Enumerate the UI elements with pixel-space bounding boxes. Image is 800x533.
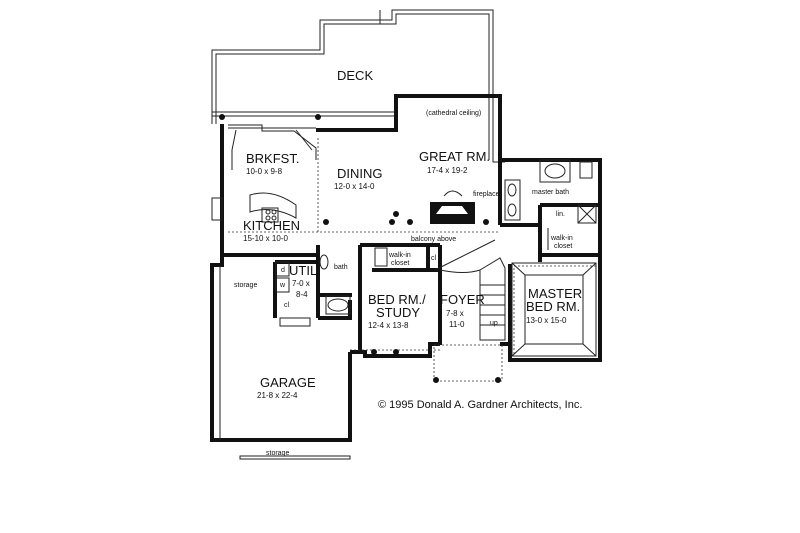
master-bath-fixtures	[504, 159, 597, 250]
master-tray-ceiling	[511, 262, 597, 357]
master-bath-note: master bath	[532, 189, 569, 196]
storage-bottom-note: storage	[266, 450, 289, 457]
stairs-up-note: up	[490, 320, 498, 327]
breakfast-label: BRKFST.	[246, 151, 299, 166]
kitchen-island	[211, 192, 297, 223]
interior-walls	[222, 203, 600, 352]
dryer-note: d	[281, 267, 285, 274]
master-walkin-2: closet	[554, 243, 572, 250]
dining-dims: 12-0 x 14-0	[334, 182, 375, 191]
dining-label: DINING	[337, 166, 383, 181]
foyer-dims-2: 11-0	[449, 320, 465, 329]
ceiling-note: (cathedral ceiling)	[426, 110, 481, 117]
garage-label: GARAGE	[260, 375, 316, 390]
bedroom-dims: 12-4 x 13-8	[368, 321, 409, 330]
fireplace-icon	[430, 190, 475, 224]
bath-fixtures	[275, 247, 388, 315]
washer-note: w	[279, 282, 286, 289]
kitchen-dims: 15-10 x 10-0	[243, 234, 288, 243]
foyer-label: FOYER	[440, 292, 485, 307]
util-dims-2: 8-4	[296, 290, 308, 299]
great-room-dims: 17-4 x 19-2	[427, 166, 468, 175]
master-dims: 13-0 x 15-0	[526, 316, 567, 325]
util-closet-note: cl	[284, 302, 290, 309]
columns	[219, 114, 501, 383]
stairs-icon	[434, 239, 506, 341]
master-label-2: BED RM.	[526, 299, 580, 314]
foyer-dims-1: 7-8 x	[446, 309, 464, 318]
bedroom-label-1: BED RM./	[368, 292, 426, 307]
util-dims-1: 7-0 x	[292, 279, 310, 288]
storage-note: storage	[234, 282, 257, 289]
bath-note: bath	[334, 264, 348, 271]
bed-walkin-1: walk-in	[388, 252, 411, 259]
kitchen-label: KITCHEN	[243, 218, 300, 233]
closet-note: cl	[431, 255, 437, 262]
garage-dims: 21-8 x 22-4	[257, 391, 298, 400]
bed-walkin-2: closet	[391, 260, 409, 267]
breakfast-bay	[220, 124, 317, 190]
deck-outline	[211, 9, 505, 163]
master-label-1: MASTER	[528, 286, 582, 301]
copyright-notice: © 1995 Donald A. Gardner Architects, Inc…	[378, 399, 583, 411]
linen-note: lin.	[556, 211, 565, 218]
balcony-note: balcony above	[411, 236, 456, 243]
great-room-label: GREAT RM.	[419, 149, 490, 164]
deck-label: DECK	[337, 68, 373, 83]
util-label: UTIL.	[289, 263, 321, 278]
breakfast-dims: 10-0 x 9-8	[246, 167, 283, 176]
master-walkin-1: walk-in	[550, 235, 573, 242]
bedroom-label-2: STUDY	[376, 305, 420, 320]
fireplace-note: fireplace	[473, 191, 500, 198]
